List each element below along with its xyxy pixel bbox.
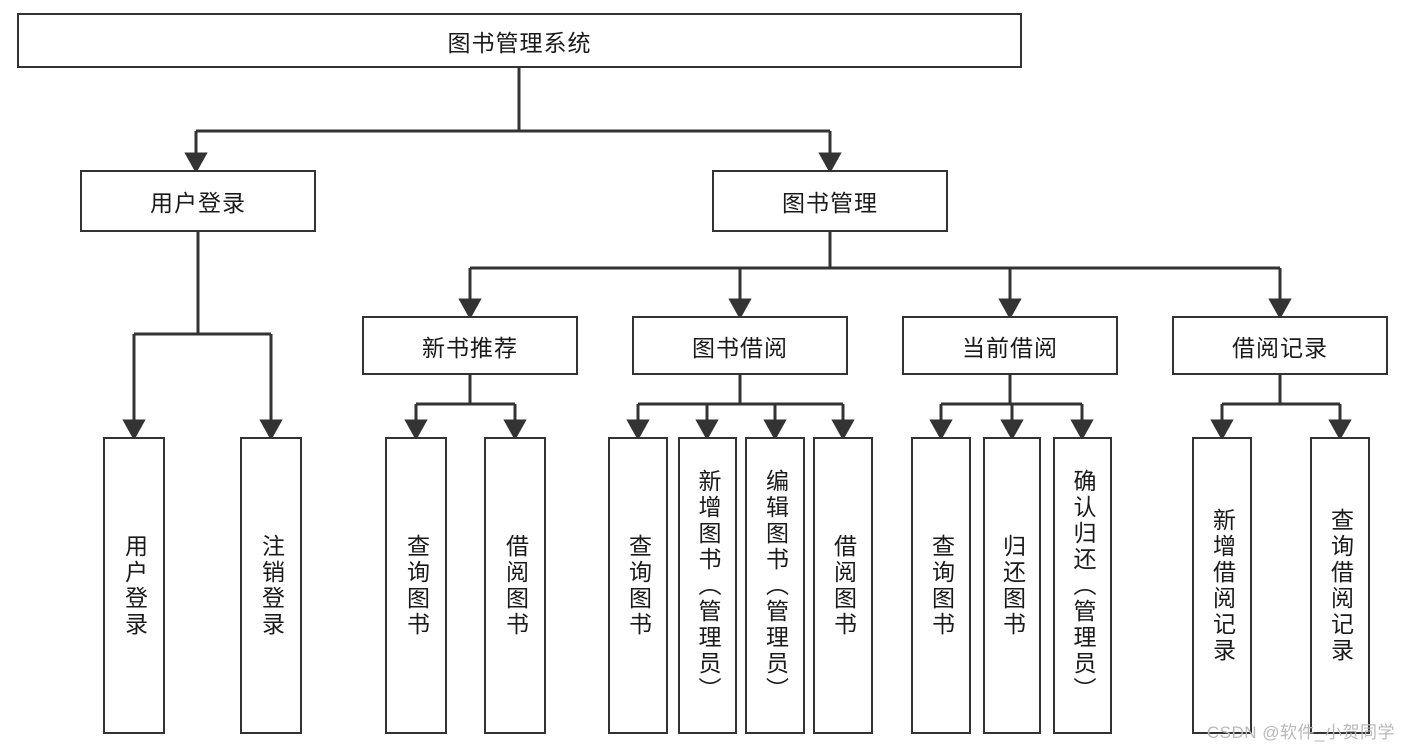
leaf-label: 注销登录 — [258, 533, 285, 638]
leaf-label: 确认归还（管理员） — [1070, 468, 1096, 703]
leaf-borrow-books-recommend[interactable]: 借阅图书 — [484, 437, 546, 734]
node-current-borrow[interactable]: 当前借阅 — [902, 316, 1118, 375]
leaf-label: 查询借阅记录 — [1327, 507, 1354, 664]
leaf-label: 查询图书 — [928, 533, 955, 638]
node-user-login[interactable]: 用户登录 — [80, 170, 316, 232]
leaf-label: 归还图书 — [999, 533, 1026, 638]
leaf-query-books-recommend[interactable]: 查询图书 — [385, 437, 447, 734]
leaf-label: 借阅图书 — [830, 533, 857, 638]
leaf-label: 查询图书 — [625, 533, 652, 638]
leaf-label: 新增图书（管理员） — [695, 468, 721, 703]
leaf-return-books[interactable]: 归还图书 — [983, 437, 1041, 734]
watermark: CSDN @软件_小贺同学 — [1206, 723, 1395, 742]
leaf-label: 借阅图书 — [502, 533, 529, 638]
leaf-confirm-return-admin[interactable]: 确认归还（管理员） — [1053, 437, 1112, 734]
leaf-query-books-current[interactable]: 查询图书 — [911, 437, 971, 734]
node-new-book-recommend[interactable]: 新书推荐 — [362, 316, 578, 375]
leaf-user-login[interactable]: 用户登录 — [103, 437, 165, 734]
leaf-query-books-borrow[interactable]: 查询图书 — [608, 437, 668, 734]
leaf-label: 查询图书 — [403, 533, 430, 638]
leaf-label: 用户登录 — [121, 533, 148, 638]
leaf-query-borrow-record[interactable]: 查询借阅记录 — [1310, 437, 1370, 734]
leaf-add-borrow-record[interactable]: 新增借阅记录 — [1192, 437, 1252, 734]
node-borrow-records[interactable]: 借阅记录 — [1172, 316, 1388, 375]
leaf-logout[interactable]: 注销登录 — [240, 437, 302, 734]
node-root[interactable]: 图书管理系统 — [17, 13, 1022, 68]
leaf-edit-book-admin[interactable]: 编辑图书（管理员） — [745, 437, 805, 734]
leaf-add-book-admin[interactable]: 新增图书（管理员） — [678, 437, 737, 734]
leaf-label: 新增借阅记录 — [1209, 507, 1236, 664]
node-book-borrow[interactable]: 图书借阅 — [632, 316, 848, 375]
leaf-borrow-books[interactable]: 借阅图书 — [813, 437, 873, 734]
node-book-management[interactable]: 图书管理 — [712, 170, 948, 232]
leaf-label: 编辑图书（管理员） — [762, 468, 789, 703]
